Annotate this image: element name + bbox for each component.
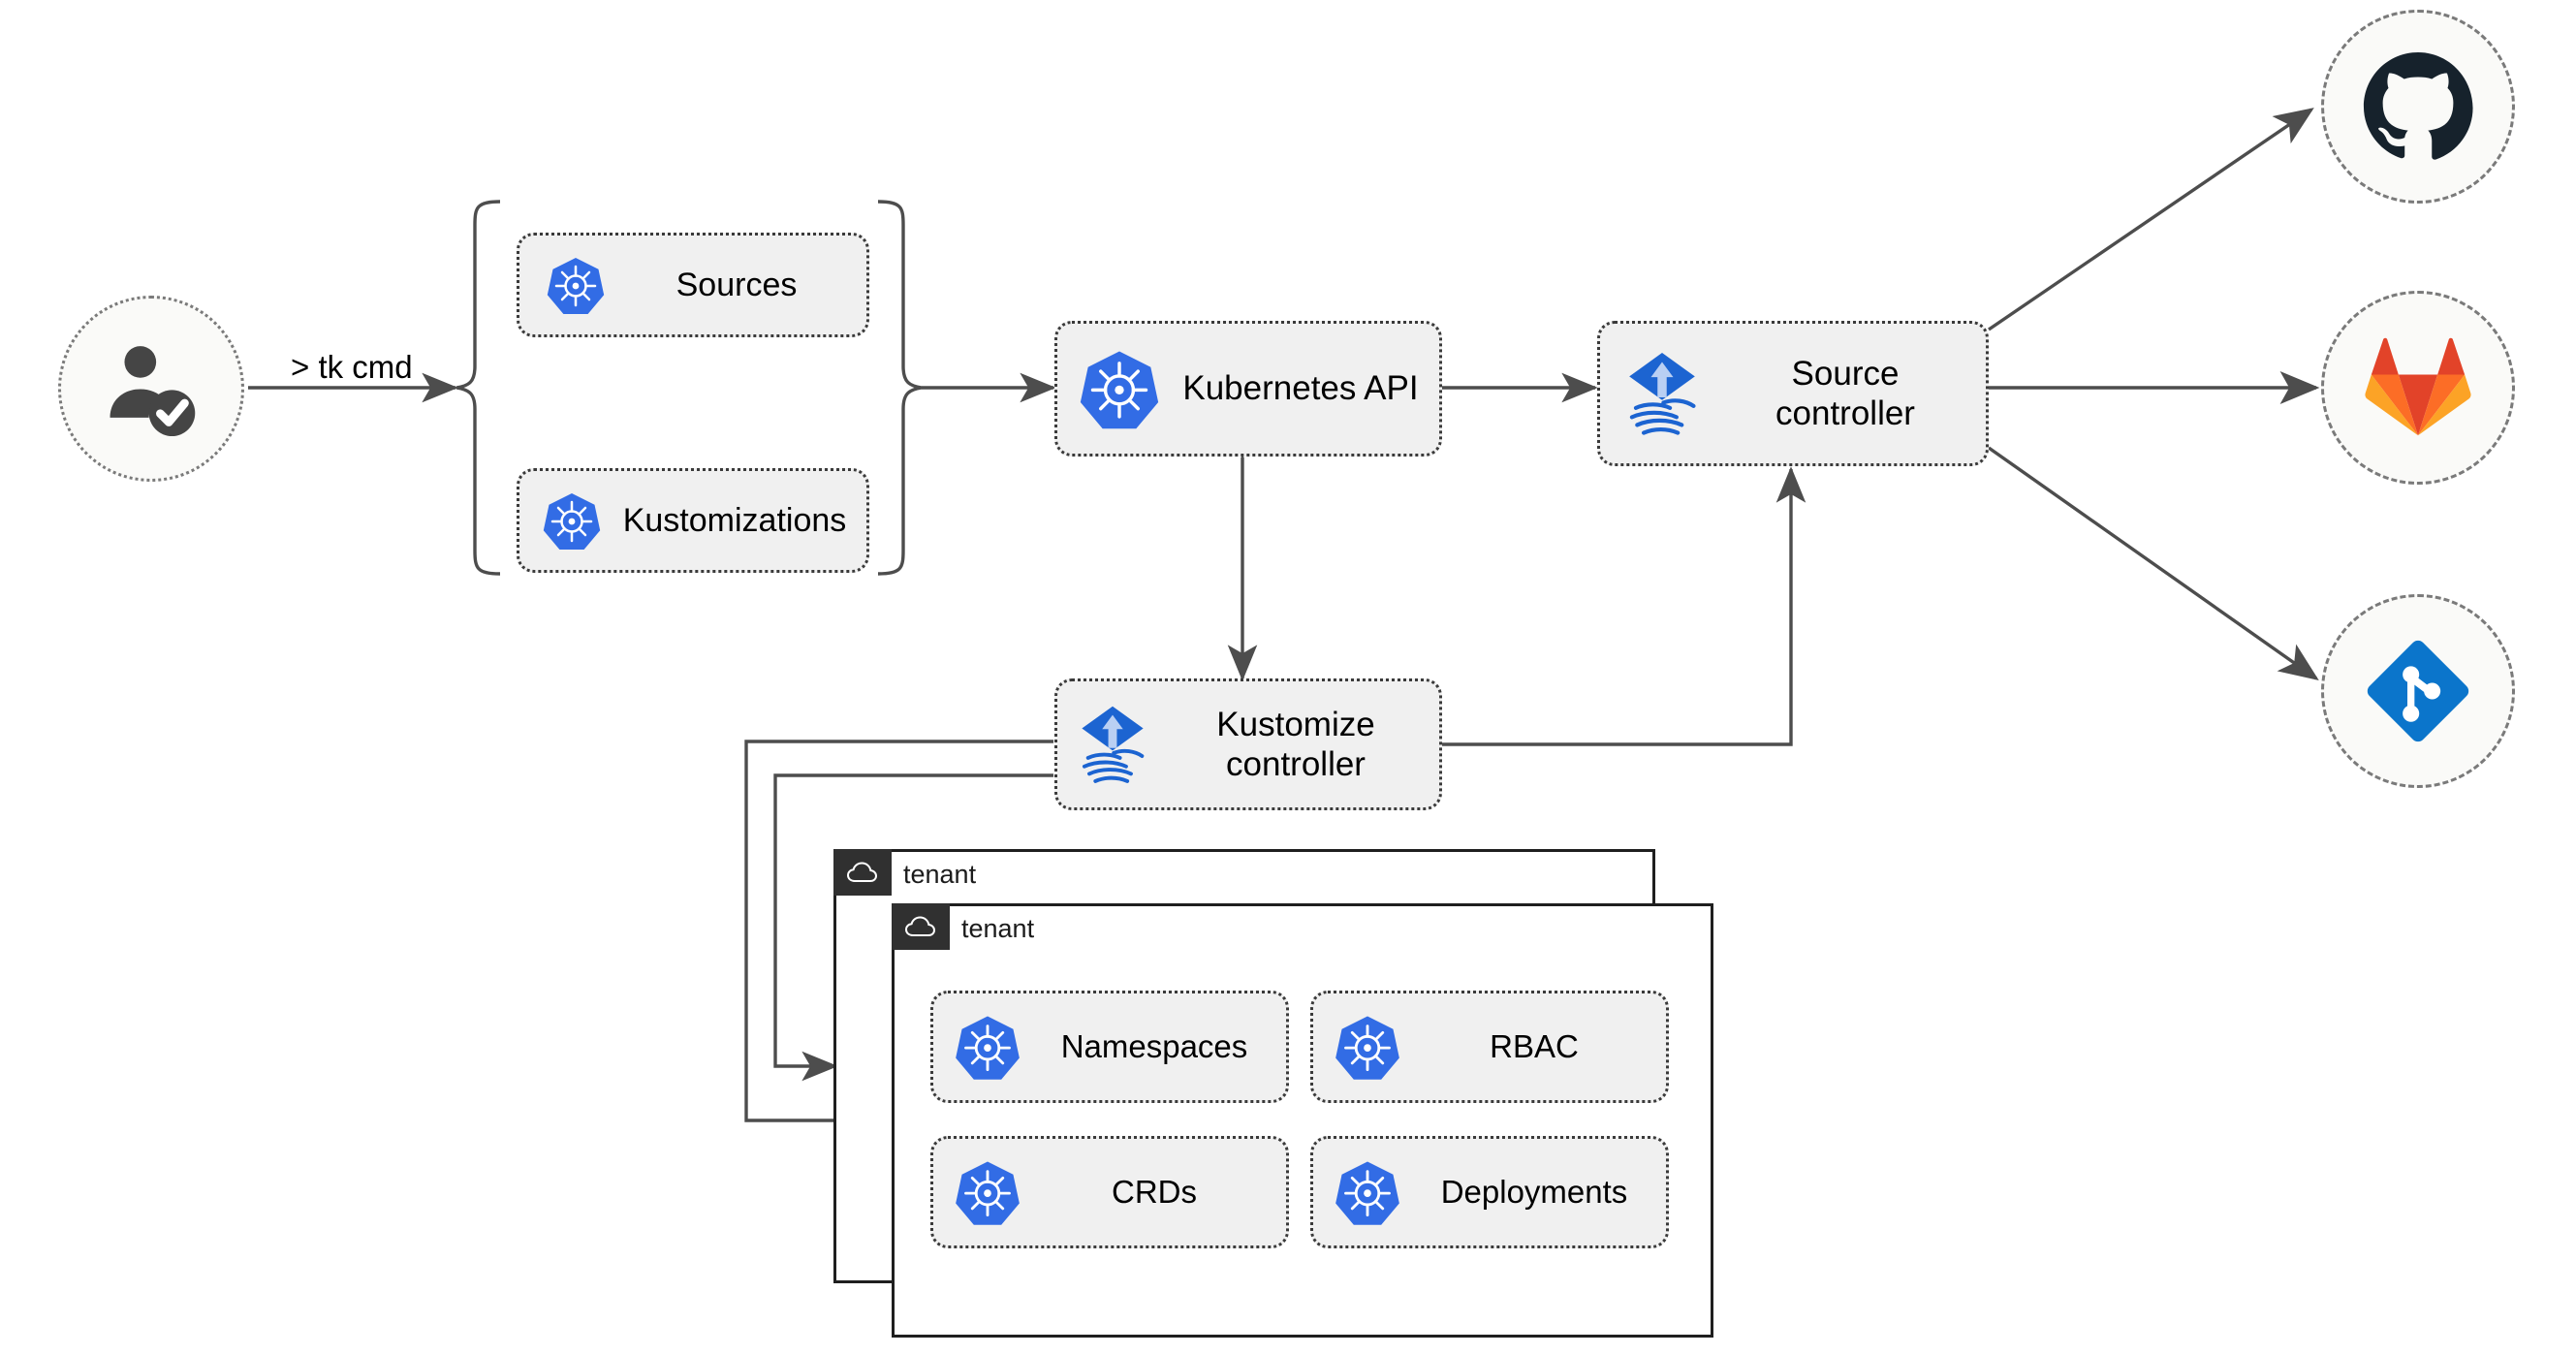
command-label: > tk cmd [291,349,413,385]
node-kustomize-controller[interactable]: Kustomize controller [1054,678,1442,810]
cloud-icon [846,862,878,882]
kubernetes-icon [1077,346,1162,431]
node-kustomizations-label: Kustomizations [622,501,847,539]
provider-gitlab[interactable] [2321,291,2515,485]
node-sources[interactable]: Sources [517,233,869,337]
tenant-window-2[interactable] [892,903,1713,1338]
node-rbac-label: RBAC [1490,1027,1579,1064]
node-deployments-label: Deployments [1440,1173,1628,1210]
node-kubernetes-api[interactable]: Kubernetes API [1054,321,1442,457]
node-namespaces[interactable]: Namespaces [930,991,1289,1103]
brace-right [877,200,923,576]
edge-source-controller-to-github [1988,108,2314,331]
tenant-2-title: tenant [961,914,1035,943]
tenant-2-badge [892,903,950,950]
node-kustomize-controller-label: Kustomize controller [1216,705,1375,783]
cloud-icon [904,916,936,936]
git-repo-icon [2367,640,2469,742]
node-namespaces-label: Namespaces [1060,1027,1248,1064]
node-deployments[interactable]: Deployments [1310,1136,1669,1248]
edge-source-controller-to-git [1988,446,2319,680]
node-source-controller[interactable]: Source controller [1597,321,1989,466]
user-actor-circle [58,296,244,482]
node-kubernetes-api-label: Kubernetes API [1182,369,1419,408]
gitlab-icon [2365,337,2471,436]
kubernetes-icon [1333,1157,1402,1227]
kubernetes-icon [953,1012,1022,1082]
flux-icon [1619,349,1705,438]
flux-icon [1073,703,1152,786]
edge-kustomize-to-source-controller [1442,466,1806,746]
node-kustomizations[interactable]: Kustomizations [517,468,869,573]
node-crds[interactable]: CRDs [930,1136,1289,1248]
node-crds-label: CRDs [1112,1173,1197,1210]
kubernetes-icon [545,254,607,316]
github-icon [2363,51,2473,160]
provider-git[interactable] [2321,594,2515,788]
brace-left [456,200,501,576]
kubernetes-icon [953,1157,1022,1227]
node-sources-label: Sources [675,266,798,303]
tenant-1-title: tenant [903,860,977,889]
kubernetes-icon [541,489,603,551]
node-rbac[interactable]: RBAC [1310,991,1669,1103]
node-source-controller-label: Source controller [1775,354,1915,432]
tenant-1-badge [833,849,892,896]
provider-github[interactable] [2321,10,2515,204]
kubernetes-icon [1333,1012,1402,1082]
user-check-icon [110,346,196,436]
